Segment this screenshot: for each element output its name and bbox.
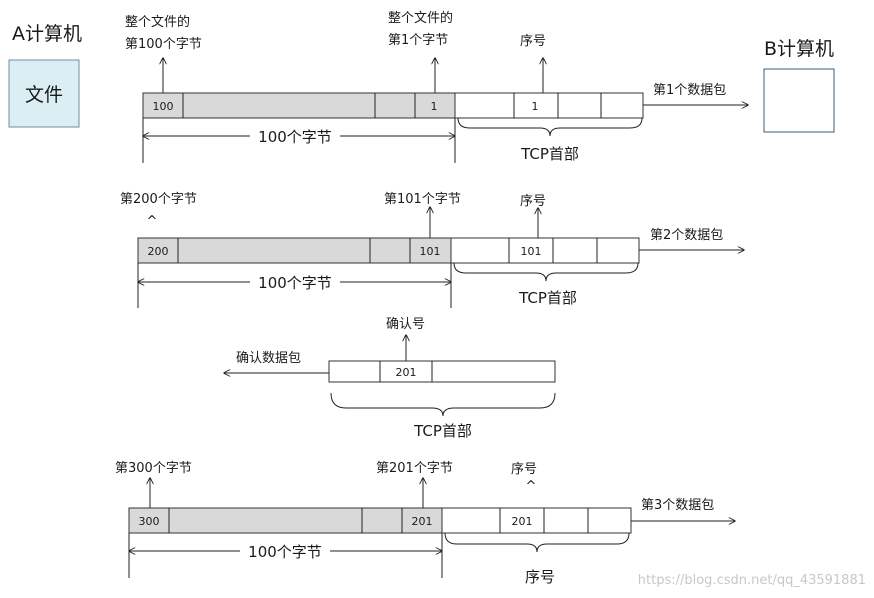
packet3-top-left: 第300个字节 [115,461,192,476]
ack-packet-label: 确认数据包 [236,351,301,366]
packet1-top-mid-line1: 整个文件的 [388,10,453,26]
packet2-top-mid: 第101个字节 [384,192,461,207]
packet3-header-label: 序号 [525,568,555,586]
packet-3: 第300个字节 第201个字节 序号 ^ 300 201 201 第3个数据包 … [115,461,735,586]
packet1-tcp-header [454,92,644,119]
packet1-label: 第1个数据包 [653,83,726,98]
packet2-span-label: 100个字节 [258,274,332,292]
packet-1: 整个文件的 第100个字节 整个文件的 第1个字节 序号 100 1 1 第1个… [125,10,748,163]
packet3-cell-right: 201 [412,515,433,528]
packet3-tcp-header [441,507,632,534]
packet1-data-segment [142,92,456,119]
packet3-caret: ^ [526,479,537,494]
packet2-tcp-header [450,237,640,264]
packet2-caret: ^ [147,214,158,229]
packet3-seq-label: 序号 [511,462,537,477]
file-label: 文件 [25,84,63,106]
packet2-cell-left: 200 [148,245,169,258]
ack-tcp-header [328,360,556,383]
packet1-top-mid-line2: 第1个字节 [388,33,448,48]
packet3-top-mid: 第201个字节 [376,461,453,476]
packet1-span-label: 100个字节 [258,128,332,146]
packet1-header-seq: 1 [532,100,539,113]
computer-b-title: B计算机 [764,38,834,60]
ack-packet: 确认号 201 确认数据包 TCP首部 [224,317,556,440]
packet3-header-seq: 201 [512,515,533,528]
packet3-label: 第3个数据包 [641,498,714,513]
packet3-data-segment [128,507,443,534]
ack-header-label: TCP首部 [413,422,472,440]
computer-b-box [763,68,835,133]
packet2-data-segment [137,237,452,264]
packet1-top-left-line1: 整个文件的 [125,14,190,30]
packet2-seq-label: 序号 [520,194,546,209]
packet2-header-label: TCP首部 [518,289,577,307]
packet1-seq-label: 序号 [520,34,546,49]
packet-2: 第200个字节 ^ 第101个字节 序号 200 101 101 第2个数据包 … [120,192,744,308]
packet2-header-seq: 101 [521,245,542,258]
packet1-top-left-line2: 第100个字节 [125,37,202,52]
packet2-label: 第2个数据包 [650,228,723,243]
ack-header-brace [330,392,556,417]
computer-a-title: A计算机 [12,23,82,45]
packet1-header-brace [457,117,643,137]
packet3-header-brace [444,532,630,553]
ack-number-label: 确认号 [386,317,425,332]
watermark: https://blog.csdn.net/qq_43591881 [638,573,866,588]
packet2-top-left: 第200个字节 [120,192,197,207]
packet2-header-brace [453,262,639,282]
packet2-cell-right: 101 [420,245,441,258]
ack-value: 201 [396,366,417,379]
packet1-cell-right: 1 [431,100,438,113]
packet1-header-label: TCP首部 [520,145,579,163]
packet1-cell-left: 100 [153,100,174,113]
packet3-span-label: 100个字节 [248,543,322,561]
packet3-cell-left: 300 [139,515,160,528]
file-box [8,59,80,128]
